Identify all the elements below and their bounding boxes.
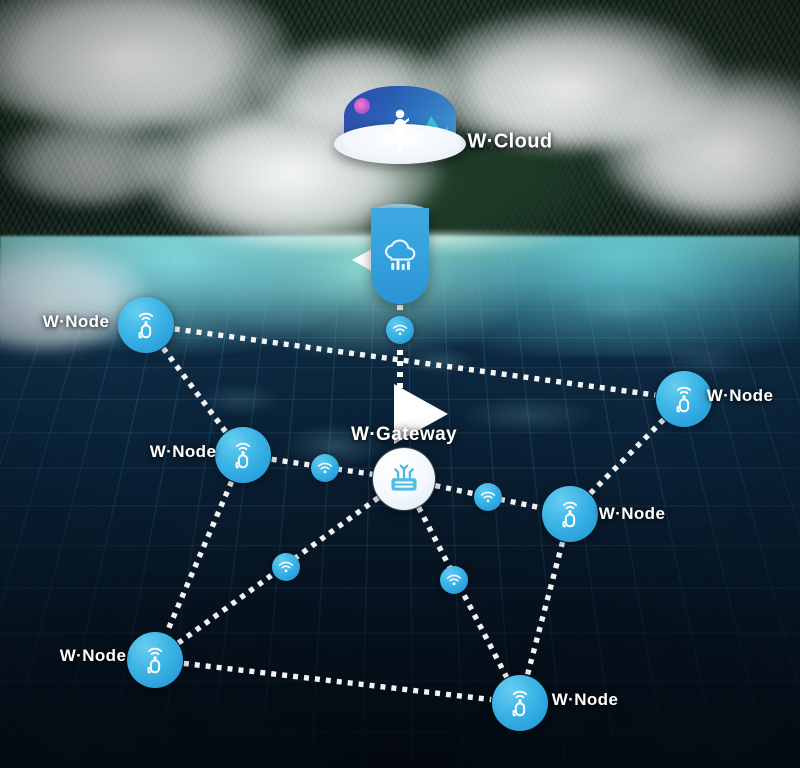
mesh-link — [434, 482, 543, 511]
wifi-signal-icon — [278, 561, 294, 573]
mesh-link — [524, 541, 566, 676]
sensor-buoy-wifi-icon — [235, 442, 251, 469]
mesh-link — [161, 346, 228, 434]
cloud-stem — [371, 208, 429, 304]
relay-wifi-marker[interactable] — [311, 454, 339, 482]
mesh-link — [588, 417, 666, 496]
wifi-signal-icon — [392, 324, 408, 336]
wifi-signal-icon — [480, 491, 496, 503]
mesh-link — [183, 660, 492, 703]
node-sw-marker[interactable] — [127, 632, 183, 688]
sensor-buoy-wifi-icon — [138, 312, 154, 339]
wifi-signal-icon — [317, 462, 333, 474]
sensor-buoy-wifi-icon — [147, 647, 163, 674]
relay-wifi-marker[interactable] — [440, 566, 468, 594]
node-ne-marker[interactable] — [656, 371, 712, 427]
cloud-analytics-icon — [385, 239, 416, 270]
sensor-buoy-wifi-icon — [512, 690, 528, 717]
gateway-router-icon — [391, 464, 417, 491]
mesh-link — [174, 326, 656, 398]
mesh-link — [163, 480, 235, 635]
sensor-buoy-wifi-icon — [676, 386, 692, 413]
relay-wifi-marker[interactable] — [474, 483, 502, 511]
relay-wifi-marker[interactable] — [272, 553, 300, 581]
screen-blob-chart — [354, 98, 370, 114]
node-se-marker[interactable] — [492, 675, 548, 731]
uplink-relay-wifi-marker[interactable] — [386, 316, 414, 344]
wifi-signal-icon — [446, 574, 462, 586]
node-w-marker[interactable] — [215, 427, 271, 483]
mesh-link — [416, 506, 510, 679]
node-nw-marker[interactable] — [118, 297, 174, 353]
node-e-marker[interactable] — [542, 486, 598, 542]
person-silhouette-icon — [394, 109, 409, 154]
sensor-buoy-wifi-icon — [562, 501, 578, 528]
gateway-marker[interactable] — [373, 448, 435, 510]
